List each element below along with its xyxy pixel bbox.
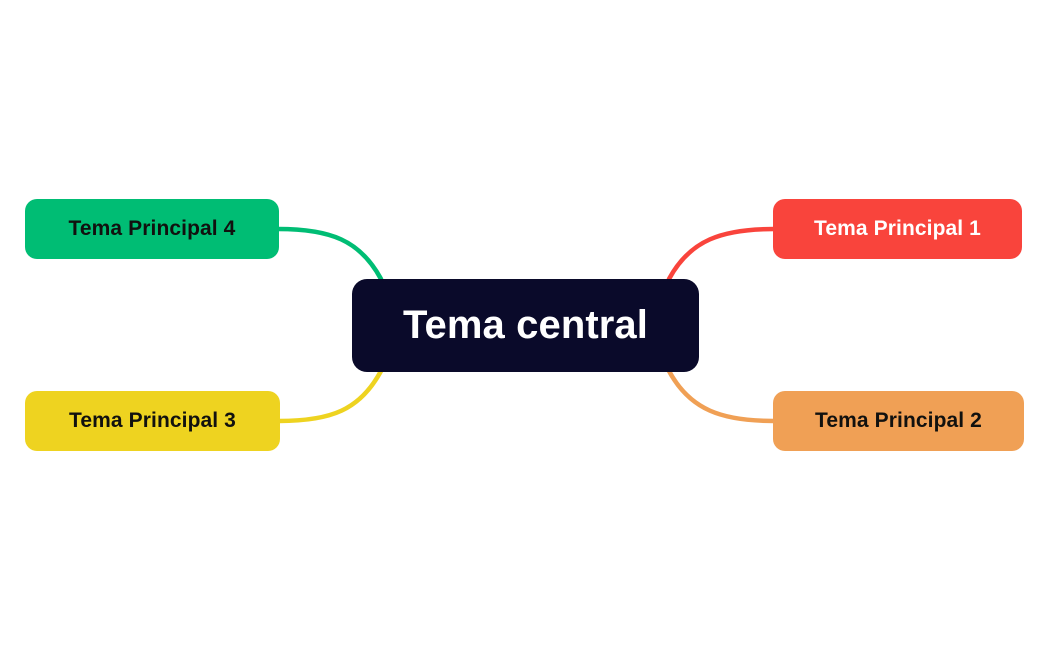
node-tema-principal-3[interactable]: Tema Principal 3 bbox=[25, 391, 280, 451]
connector-tema-principal-4 bbox=[275, 226, 384, 282]
node-tema-principal-2[interactable]: Tema Principal 2 bbox=[773, 391, 1024, 451]
node-label-tema-principal-3: Tema Principal 3 bbox=[69, 409, 236, 432]
node-central-topic[interactable]: Tema central bbox=[352, 279, 699, 372]
connector-tema-principal-1 bbox=[666, 226, 777, 282]
node-label-tema-principal-2: Tema Principal 2 bbox=[815, 409, 982, 432]
node-tema-principal-4[interactable]: Tema Principal 4 bbox=[25, 199, 279, 259]
connector-tema-principal-3 bbox=[276, 368, 384, 424]
connector-tema-principal-2 bbox=[666, 368, 777, 424]
node-label-tema-principal-1: Tema Principal 1 bbox=[814, 217, 981, 240]
node-label-central-topic: Tema central bbox=[402, 303, 648, 347]
node-tema-principal-1[interactable]: Tema Principal 1 bbox=[773, 199, 1022, 259]
node-label-tema-principal-4: Tema Principal 4 bbox=[68, 217, 236, 240]
